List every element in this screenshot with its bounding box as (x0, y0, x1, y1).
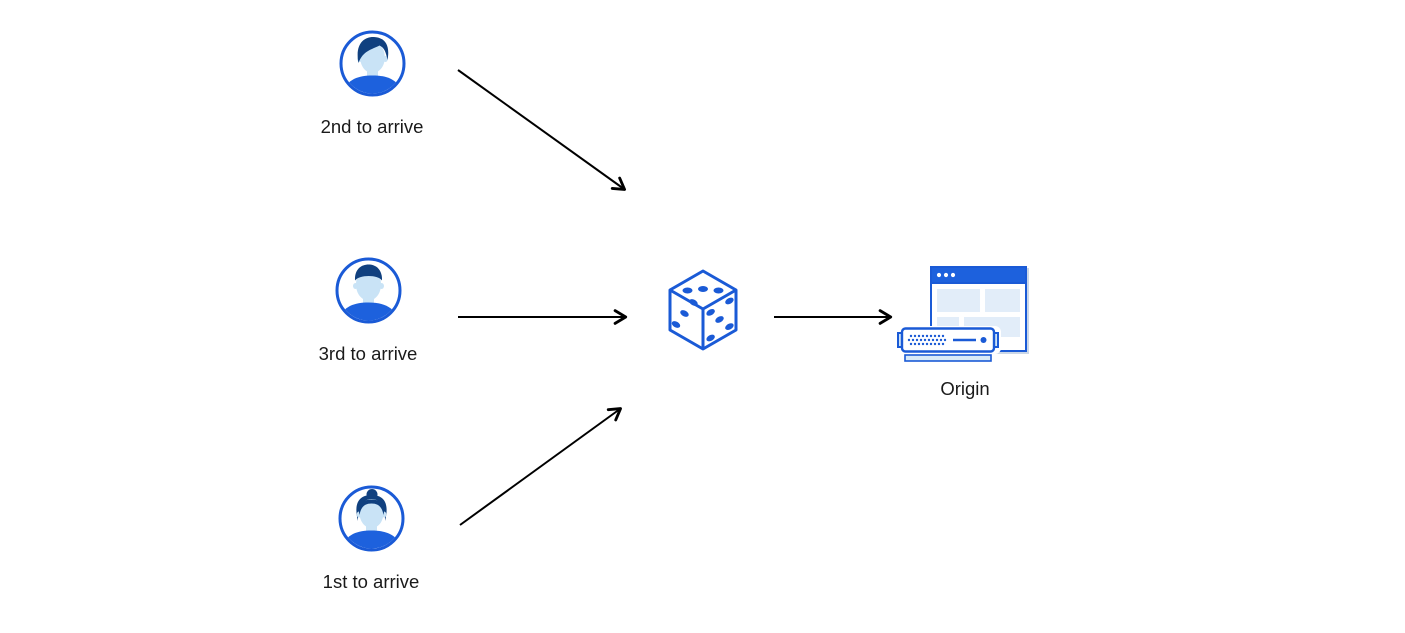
node-label-visitor-3rd: 3rd to arrive (318, 343, 418, 364)
node-origin: Origin (890, 260, 1040, 408)
node-label-visitor-2nd: 2nd to arrive (320, 116, 424, 137)
dice-icon (668, 269, 738, 351)
node-label-origin: Origin (940, 378, 990, 399)
server-vent-dots (907, 334, 947, 346)
node-visitor-1st: 1st to arrive (296, 485, 446, 592)
arrow-visitor-1st-to-dice (459, 407, 622, 526)
female-avatar-icon (338, 485, 404, 552)
male-avatar-icon (335, 257, 401, 324)
server-icon (895, 326, 1001, 362)
node-label-visitor-1st: 1st to arrive (322, 571, 420, 592)
node-dice (667, 268, 739, 352)
node-visitor-3rd: 3rd to arrive (293, 257, 443, 364)
node-visitor-2nd: 2nd to arrive (297, 30, 447, 137)
male-avatar-icon (339, 30, 405, 97)
arrow-visitor-2nd-to-dice (457, 69, 626, 191)
